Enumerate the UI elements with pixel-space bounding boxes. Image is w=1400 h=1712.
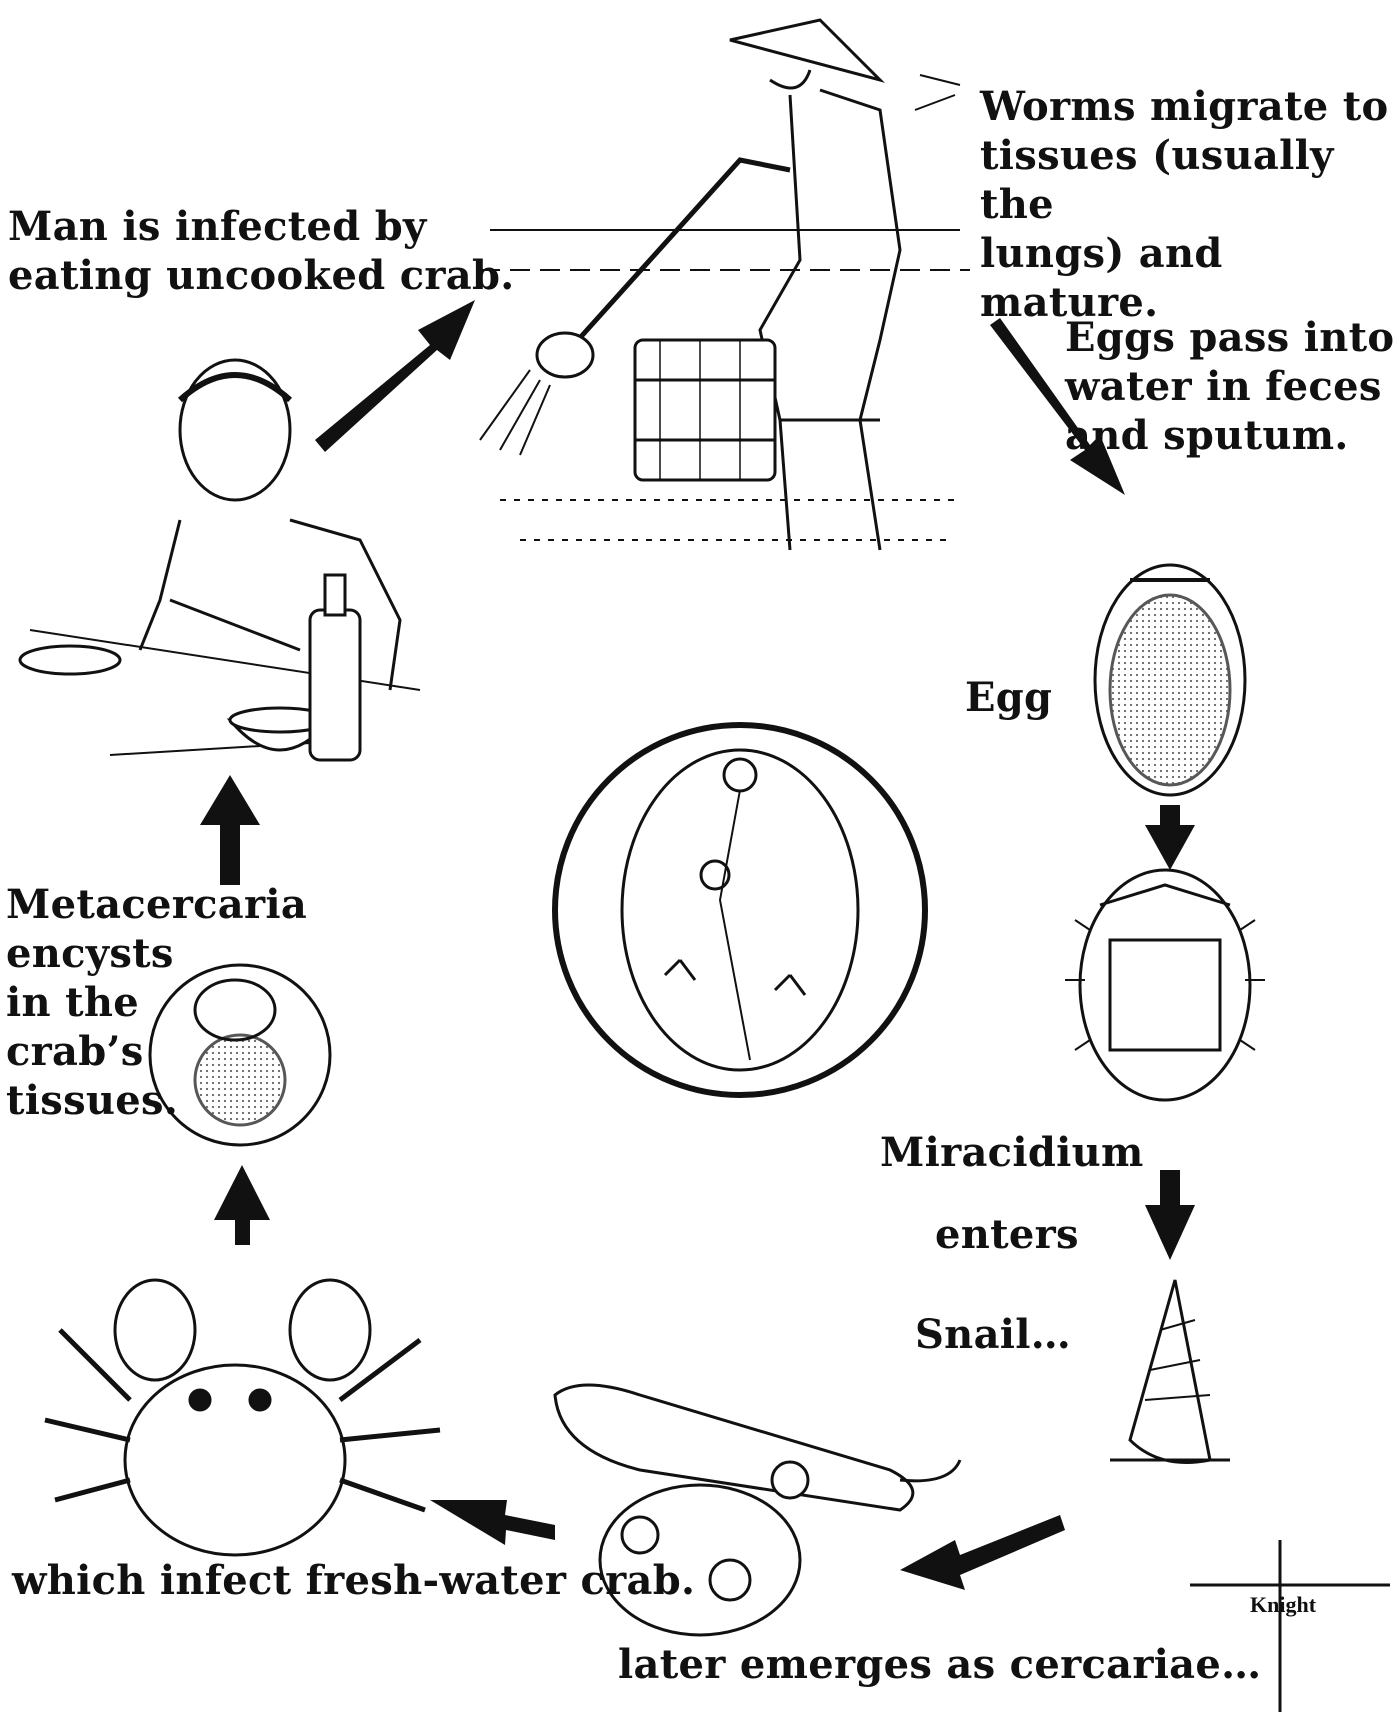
egg-illustration [1093, 563, 1247, 797]
label-cercariae: later emerges as cercariae… [618, 1641, 1262, 1688]
arrow-miracidium-to-snail [1145, 1170, 1195, 1260]
label-fresh-water-crab: which infect fresh-water crab. [12, 1557, 696, 1604]
signature-text: Knight [1250, 1592, 1317, 1617]
cycle-arrows [200, 300, 1195, 1590]
arrow-metacercaria-to-man [200, 775, 260, 885]
arrow-snail-to-cercariae [900, 1515, 1065, 1590]
adult-fluke-illustration [552, 722, 928, 1098]
label-miracidium: Miracidium [880, 1129, 1144, 1176]
label-metacercaria: Metacercaria encysts in the crab’s tissu… [6, 881, 308, 1124]
label-snail: Snail… [915, 1311, 1072, 1358]
arrow-farmer-to-eggs [990, 318, 1125, 495]
miracidium-illustration [1065, 868, 1265, 1102]
metacercaria-illustration [148, 963, 332, 1147]
artist-signature: Knight [1190, 1540, 1390, 1712]
label-egg: Egg [965, 674, 1053, 721]
arrow-cercariae-to-crab [430, 1500, 555, 1545]
man-eating-illustration [18, 358, 421, 762]
snail-illustration [1110, 1279, 1230, 1464]
farmer-illustration [479, 18, 970, 551]
label-worms-migrate: Worms migrate to tissues (usually the lu… [980, 83, 1389, 326]
arrow-egg-to-miracidium [1145, 805, 1195, 870]
crab-illustration [44, 1278, 441, 1557]
cercariae-illustration [553, 1383, 962, 1637]
arrow-crab-to-metacercaria [214, 1165, 270, 1245]
label-enters: enters [935, 1211, 1079, 1258]
label-eggs-pass: Eggs pass into water in feces and sputum… [1065, 314, 1395, 459]
label-man-infected: Man is infected by eating uncooked crab. [8, 203, 515, 299]
arrow-man-to-farmer [315, 300, 475, 452]
